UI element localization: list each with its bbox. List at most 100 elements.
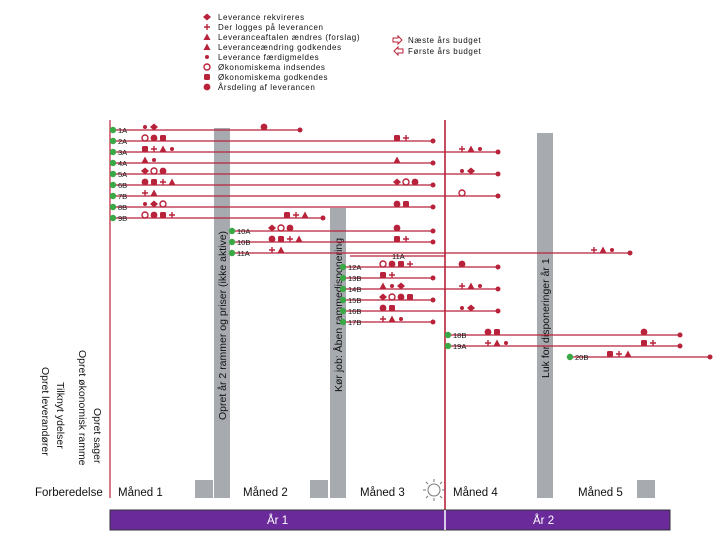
delivery-row: 12A — [339, 260, 501, 272]
delivery-row: 11A — [350, 252, 445, 261]
row-start-marker — [109, 137, 117, 145]
triangle-icon — [203, 43, 211, 50]
year-label-2: År 2 — [533, 514, 554, 527]
dot-icon — [460, 306, 464, 310]
row-start-marker — [566, 353, 574, 361]
year-label-1: År 1 — [267, 514, 288, 527]
row-end-marker — [430, 160, 436, 166]
triangle-icon — [493, 339, 501, 346]
dot-icon — [478, 284, 482, 288]
row-label: 14B — [348, 285, 361, 294]
triangle-icon — [393, 156, 401, 163]
dot-icon — [399, 317, 403, 321]
delivery-row: 8B — [109, 200, 436, 212]
row-end-marker — [430, 319, 436, 325]
square-icon — [160, 135, 166, 141]
row-label: 1A — [118, 126, 127, 135]
month-label-2: Måned 2 — [243, 487, 288, 499]
row-end-marker — [430, 297, 436, 303]
triangle-icon — [203, 33, 211, 40]
row-start-marker — [339, 318, 347, 326]
prep-label-4: Opret leverandører — [39, 367, 51, 456]
row-start-marker — [339, 307, 347, 315]
phase-bar-year2-setup — [214, 128, 230, 498]
row-label: 9B — [118, 214, 127, 223]
plus-icon — [403, 135, 409, 141]
square-icon — [394, 236, 400, 242]
ring-icon — [379, 260, 387, 268]
row-start-marker — [339, 274, 347, 282]
circle-icon — [411, 178, 419, 186]
month-label-3: Måned 3 — [360, 487, 405, 499]
circle-icon — [260, 123, 268, 131]
row-label: 20B — [575, 353, 588, 362]
dot-icon — [504, 341, 508, 345]
plus-icon — [389, 272, 395, 278]
row-label: 18B — [453, 331, 466, 340]
row-start-marker — [109, 126, 117, 134]
row-start-marker — [109, 170, 117, 178]
budget-legend-label: Næste års budget — [408, 36, 481, 45]
triangle-icon — [467, 145, 475, 152]
row-start-marker — [109, 159, 117, 167]
ring-icon — [150, 167, 158, 175]
circle-icon — [640, 328, 648, 336]
triangle-icon — [295, 235, 303, 242]
row-label: 12A — [348, 263, 361, 272]
legend-item-label: Leveranceaftalen ændres (forslag) — [218, 33, 360, 42]
row-label: 11A — [237, 249, 250, 258]
dot-icon — [390, 284, 394, 288]
legend-item-label: Økonomiskema godkendes — [218, 73, 328, 82]
ring-icon — [203, 63, 211, 71]
row-end-marker — [627, 250, 633, 256]
row-end-marker — [495, 171, 501, 177]
row-start-marker — [339, 285, 347, 293]
plus-icon — [142, 190, 148, 196]
circle-icon — [379, 304, 387, 312]
delivery-row: 2A — [109, 134, 436, 146]
delivery-row: 14B — [339, 282, 501, 294]
ring-icon — [402, 178, 410, 186]
square-icon — [407, 294, 413, 300]
plus-icon — [485, 340, 491, 346]
row-start-marker — [339, 263, 347, 271]
diamond-icon — [203, 13, 211, 21]
delivery-rows: 1A2A3A4A5A6B7B8B9B10A10B11A12A13B14B15B1… — [109, 123, 713, 362]
row-start-marker — [228, 238, 236, 246]
delivery-row: 15B — [339, 293, 436, 305]
row-label: 8B — [118, 203, 127, 212]
delivery-row: 10A — [228, 224, 436, 236]
legend-item-label: Leverance færdigmeldes — [218, 53, 319, 62]
ring-icon — [141, 211, 149, 219]
ring-icon — [277, 224, 285, 232]
diamond-icon — [268, 224, 276, 232]
delivery-row: 4A — [109, 156, 436, 168]
ring-icon — [458, 189, 466, 197]
square-icon — [284, 212, 290, 218]
square-icon — [389, 305, 395, 311]
dot-icon — [143, 202, 147, 206]
delivery-row: 20B — [566, 350, 713, 362]
month-gap-1 — [195, 480, 213, 498]
delivery-row: 5A — [109, 167, 501, 179]
phase-bar-label-3: Luk for disponeringer år 1 — [540, 258, 552, 378]
row-label: 17B — [348, 318, 361, 327]
delivery-row: 1A — [109, 123, 303, 135]
row-start-marker — [109, 192, 117, 200]
row-label: 5A — [118, 170, 127, 179]
square-icon — [278, 236, 284, 242]
row-end-marker — [495, 286, 501, 292]
square-icon — [607, 351, 613, 357]
row-end-marker — [495, 264, 501, 270]
diamond-icon — [379, 293, 387, 301]
plus-icon — [380, 316, 386, 322]
diamond-icon — [150, 123, 158, 131]
row-end-marker — [430, 204, 436, 210]
delivery-row: 16B — [339, 304, 501, 316]
budget-legend-label: Første års budget — [408, 47, 482, 56]
plus-icon — [459, 283, 465, 289]
ring-icon — [159, 200, 167, 208]
diamond-icon — [393, 178, 401, 186]
circle-icon — [458, 260, 466, 268]
